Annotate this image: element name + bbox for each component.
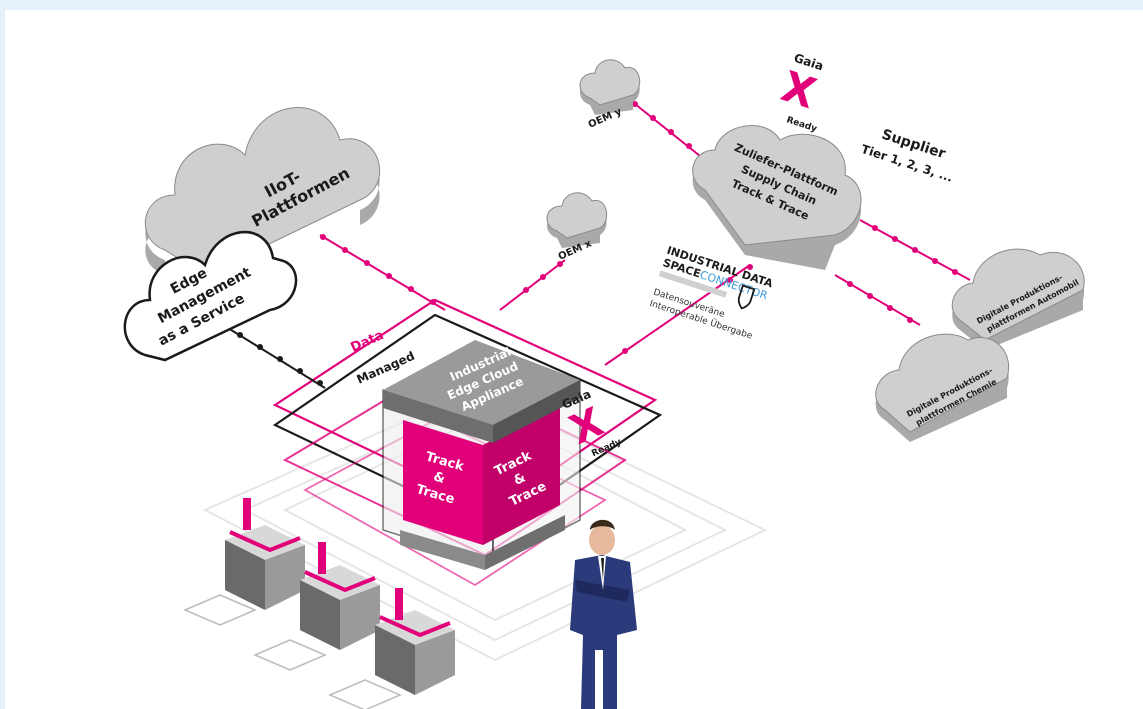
connector-stripes bbox=[658, 270, 728, 298]
diagram-frame: Data Managed IIoT- Plattformen Edge Mana… bbox=[5, 10, 1143, 709]
gaia-x-badge-top: Gaia X Ready bbox=[776, 51, 825, 135]
connection-dots-dark bbox=[217, 320, 323, 386]
machine-1 bbox=[225, 498, 305, 610]
svg-text:&: & bbox=[432, 469, 447, 487]
supplier-label: Supplier Tier 1, 2, 3, ... bbox=[859, 127, 954, 185]
machine-2 bbox=[300, 542, 380, 650]
cloud-oem-y bbox=[579, 59, 641, 115]
svg-text:X: X bbox=[776, 62, 822, 119]
cloud-iiot bbox=[144, 107, 381, 276]
connection-dots bbox=[320, 101, 958, 354]
cloud-oem-x bbox=[546, 192, 608, 248]
robot-tiles bbox=[183, 594, 402, 709]
person-figure bbox=[570, 519, 637, 709]
cloud-digital-auto bbox=[951, 248, 1085, 350]
connector-block: INDUSTRIAL DATA SPACE CONNECTOR Datensou… bbox=[648, 244, 775, 342]
shield-icon bbox=[737, 284, 756, 310]
cloud-edge-management bbox=[123, 231, 298, 362]
edge-cloud-appliance bbox=[382, 340, 581, 570]
cloud-digital-chemie bbox=[875, 333, 1010, 442]
industrial-edge-diagram: Data Managed IIoT- Plattformen Edge Mana… bbox=[123, 51, 1085, 709]
machine-3 bbox=[375, 588, 455, 695]
cloud-zulieferer bbox=[692, 125, 862, 270]
svg-text:Ready: Ready bbox=[785, 115, 818, 134]
